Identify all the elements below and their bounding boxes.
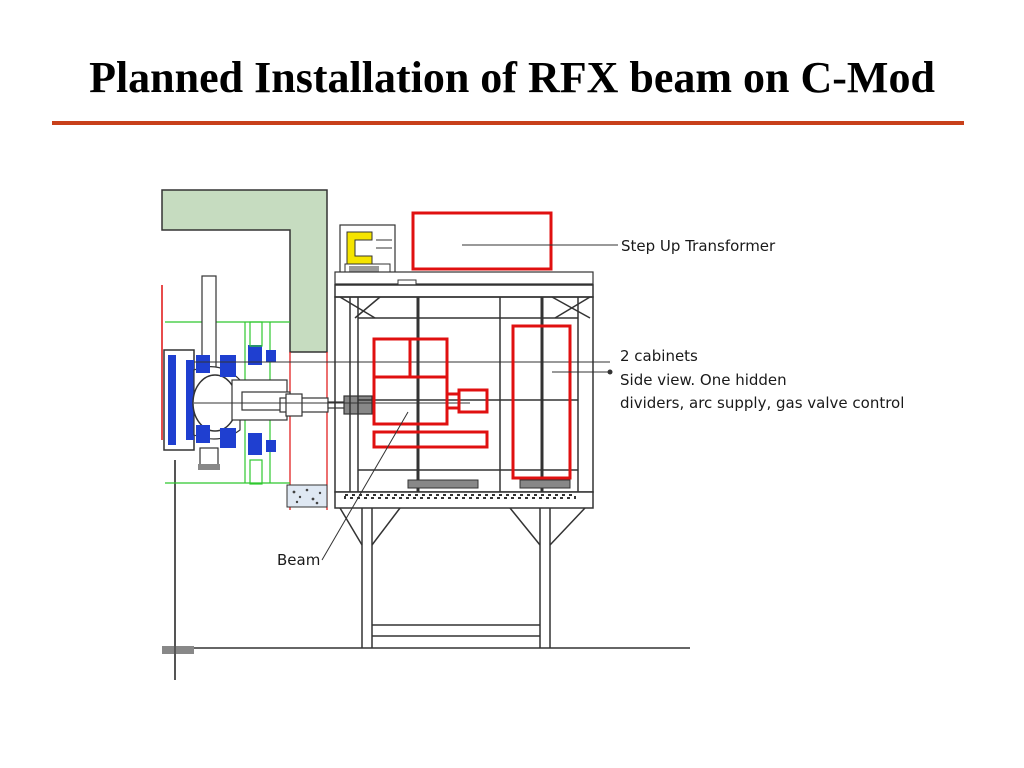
transformer-platform bbox=[334, 271, 594, 285]
label-cabinets-3: dividers, arc supply, gas valve control bbox=[620, 394, 904, 412]
cabinet-top-bar bbox=[407, 479, 479, 489]
slide-title: Planned Installation of RFX beam on C-Mo… bbox=[89, 53, 935, 102]
label-beam: Beam bbox=[277, 551, 320, 569]
rubble-patch bbox=[286, 484, 328, 508]
tokamak-section bbox=[163, 275, 291, 485]
label-cabinets-2: Side view. One hidden bbox=[620, 371, 787, 389]
beamline-tube bbox=[279, 393, 373, 417]
cabinet-top-bar-2 bbox=[519, 479, 571, 489]
cabinets-leader-dot bbox=[607, 369, 613, 375]
transformer-box bbox=[411, 211, 553, 271]
stand-rivets bbox=[344, 494, 576, 499]
cabinet-frame bbox=[334, 284, 594, 493]
label-step-up-transformer: Step Up Transformer bbox=[621, 237, 776, 255]
beam-leader bbox=[321, 411, 409, 561]
cabinet-stand bbox=[334, 491, 594, 648]
rubble-dots bbox=[292, 488, 322, 505]
label-cabinets-1: 2 cabinets bbox=[620, 347, 698, 365]
floor-hatch bbox=[162, 646, 194, 654]
cabinet-components bbox=[372, 324, 572, 480]
title-underline bbox=[52, 121, 964, 125]
